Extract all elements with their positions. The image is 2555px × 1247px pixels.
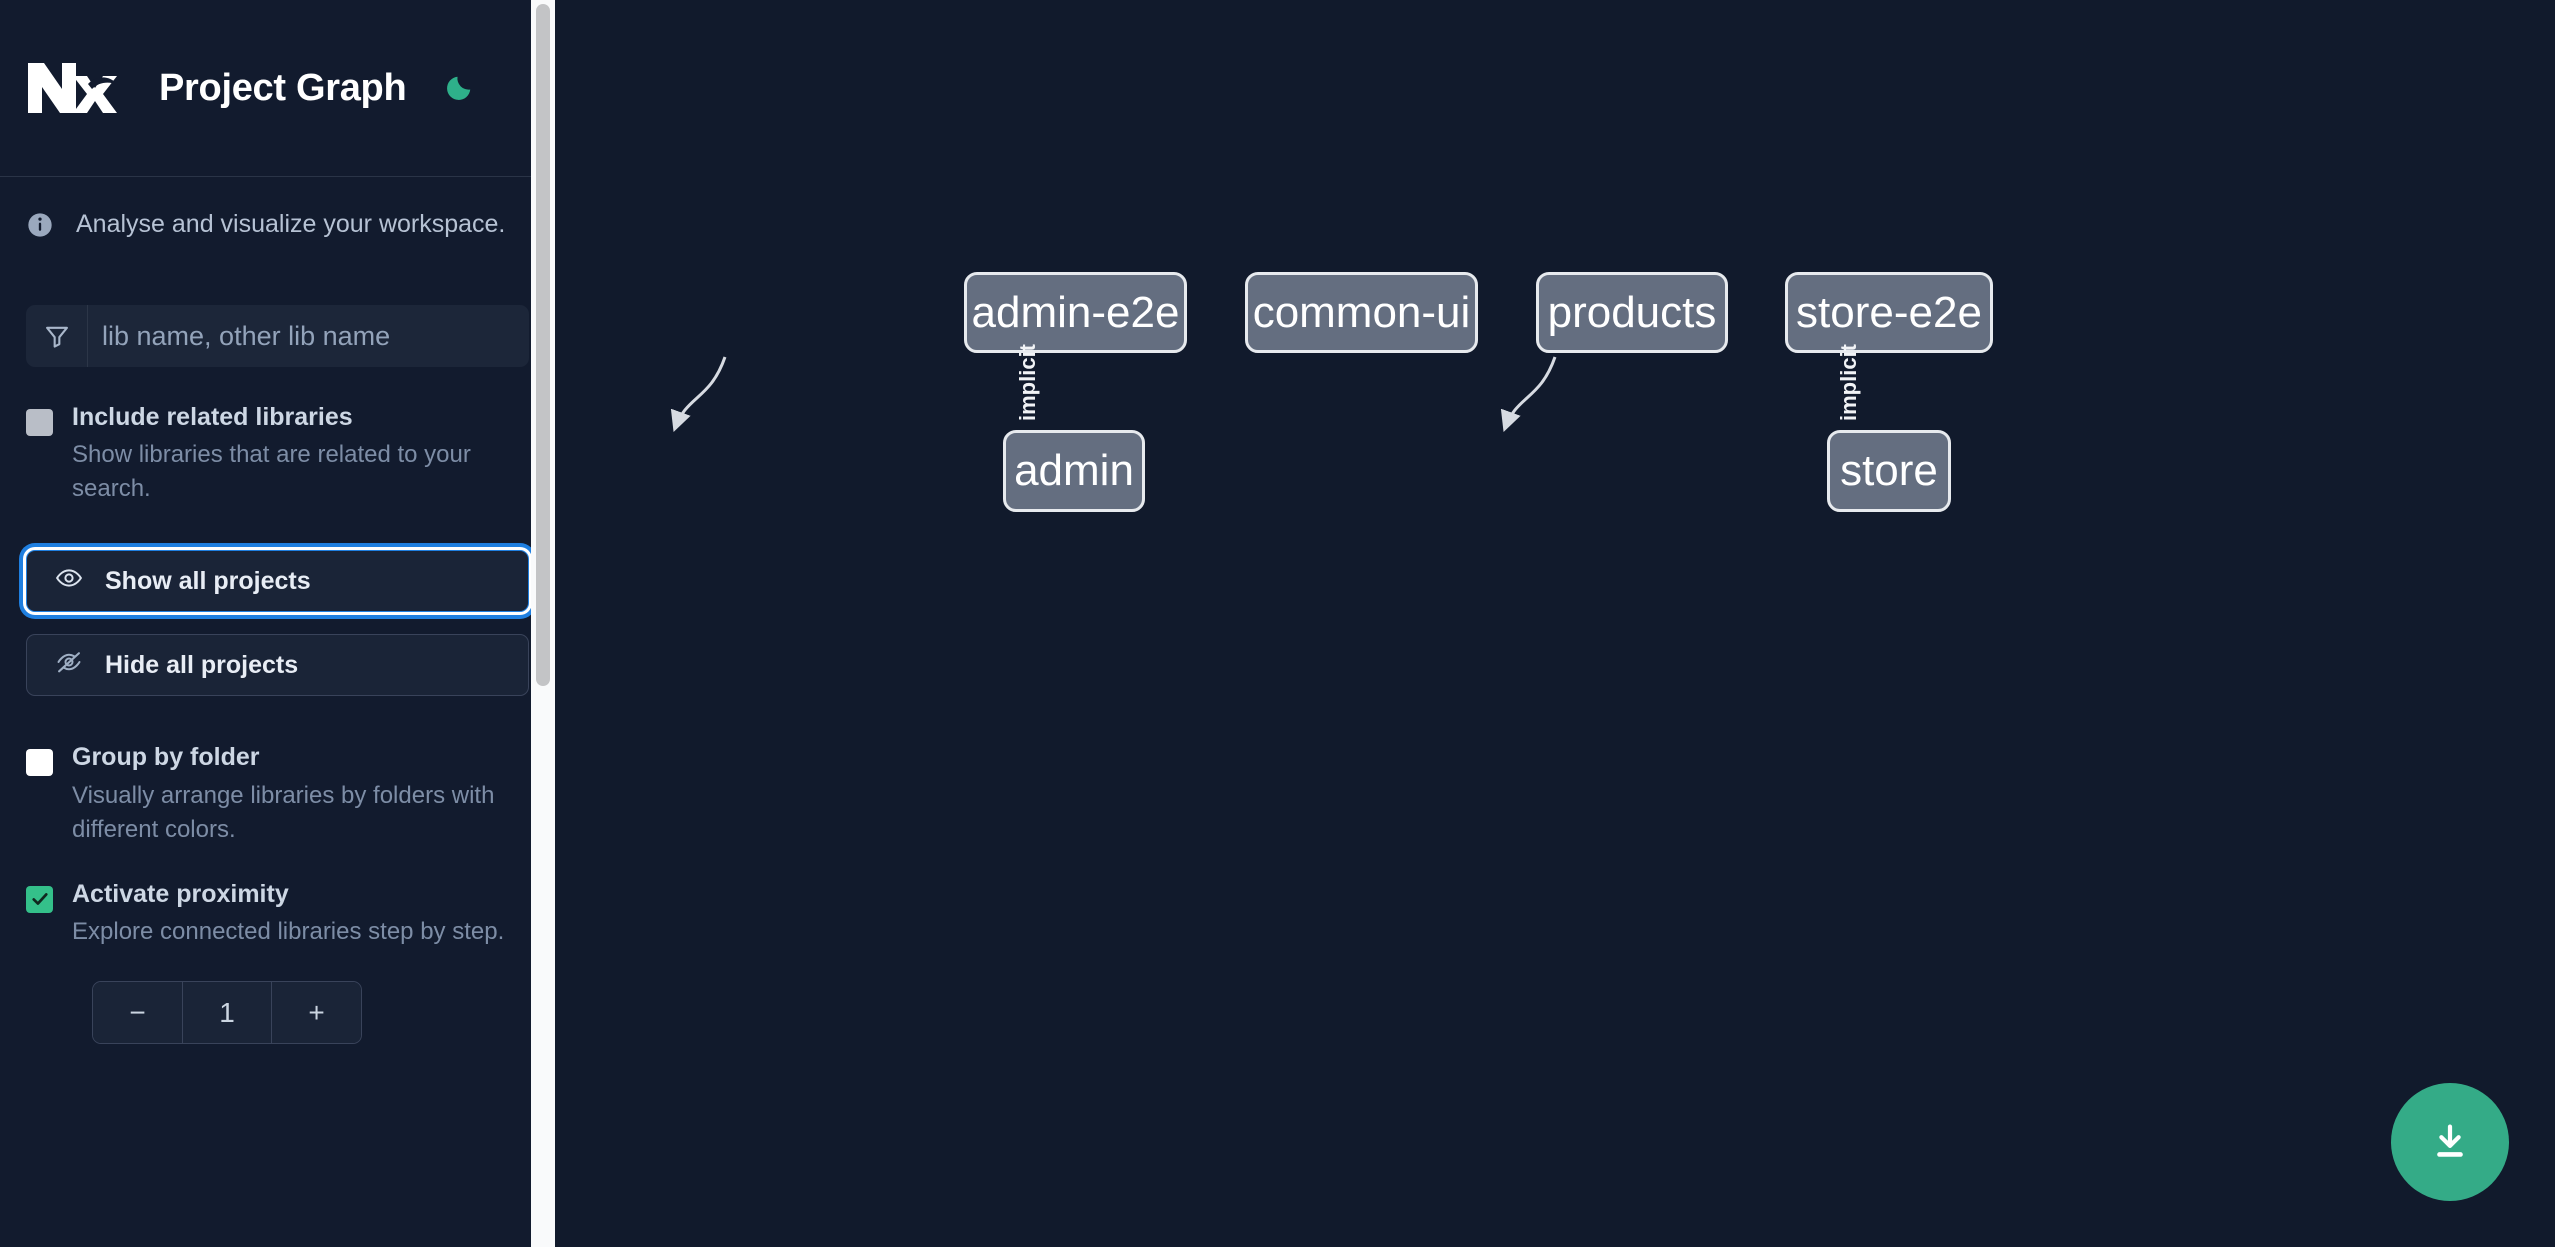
graph-node-products[interactable]: products [1536,272,1728,353]
funnel-icon [26,305,88,367]
proximity-decrement-button[interactable]: − [93,982,183,1044]
graph-node-store-e2e[interactable]: store-e2e [1785,272,1993,353]
graph-node-store[interactable]: store [1827,430,1951,512]
page-title: Project Graph [159,66,407,109]
nx-logo-icon [26,57,122,119]
eye-off-icon [55,648,83,683]
hide-all-projects-button[interactable]: Hide all projects [26,634,529,697]
option-label: Activate proximity [72,879,289,908]
option-activate-proximity[interactable]: Activate proximity Explore connected lib… [26,879,529,949]
graph-node-admin[interactable]: admin [1003,430,1145,512]
graph-node-admin-e2e[interactable]: admin-e2e [964,272,1187,353]
show-all-projects-label: Show all projects [105,566,311,595]
sidebar-scrollbar-thumb[interactable] [536,4,550,686]
eye-icon [55,564,83,599]
sidebar-scrollbar[interactable] [531,0,555,1247]
download-image-button[interactable] [2391,1083,2509,1201]
graph-canvas[interactable]: admin-e2e common-ui products store-e2e a… [555,0,2555,1247]
sidebar-body: Include related libraries Show libraries… [0,305,555,1045]
edge-label-admin-implicit: implicit [1015,343,1040,421]
graph-edges [670,356,1557,432]
option-group-by-folder[interactable]: Group by folder Visually arrange librari… [26,742,529,846]
hide-all-projects-label: Hide all projects [105,650,299,679]
proximity-stepper[interactable]: − 1 + [92,981,362,1045]
sidebar-info-text: Analyse and visualize your workspace. [76,210,506,238]
filter-field[interactable] [26,305,529,367]
info-circle-icon [26,211,54,239]
graph-node-common-ui[interactable]: common-ui [1245,272,1478,353]
proximity-increment-button[interactable]: + [271,982,361,1044]
option-description: Show libraries that are related to your … [72,441,471,503]
option-label: Group by folder [72,743,260,772]
group-by-folder-checkbox[interactable] [26,749,53,777]
option-description: Explore connected libraries step by step… [72,918,505,946]
sidebar-header: Project Graph [0,0,555,177]
include-related-libraries-checkbox[interactable] [26,409,53,436]
option-description: Visually arrange libraries by folders wi… [72,781,495,843]
option-include-related-libraries[interactable]: Include related libraries Show libraries… [26,402,529,506]
search-input[interactable] [88,305,529,367]
show-all-projects-button[interactable]: Show all projects [26,550,529,613]
option-label: Include related libraries [72,403,353,431]
edge-label-store-implicit: implicit [1836,343,1861,421]
activate-proximity-checkbox[interactable] [26,885,53,913]
moon-icon[interactable] [436,65,482,111]
sidebar: Project Graph Analyse and visualize your… [0,0,555,1247]
sidebar-info: Analyse and visualize your workspace. [0,177,555,272]
proximity-value: 1 [183,982,271,1044]
